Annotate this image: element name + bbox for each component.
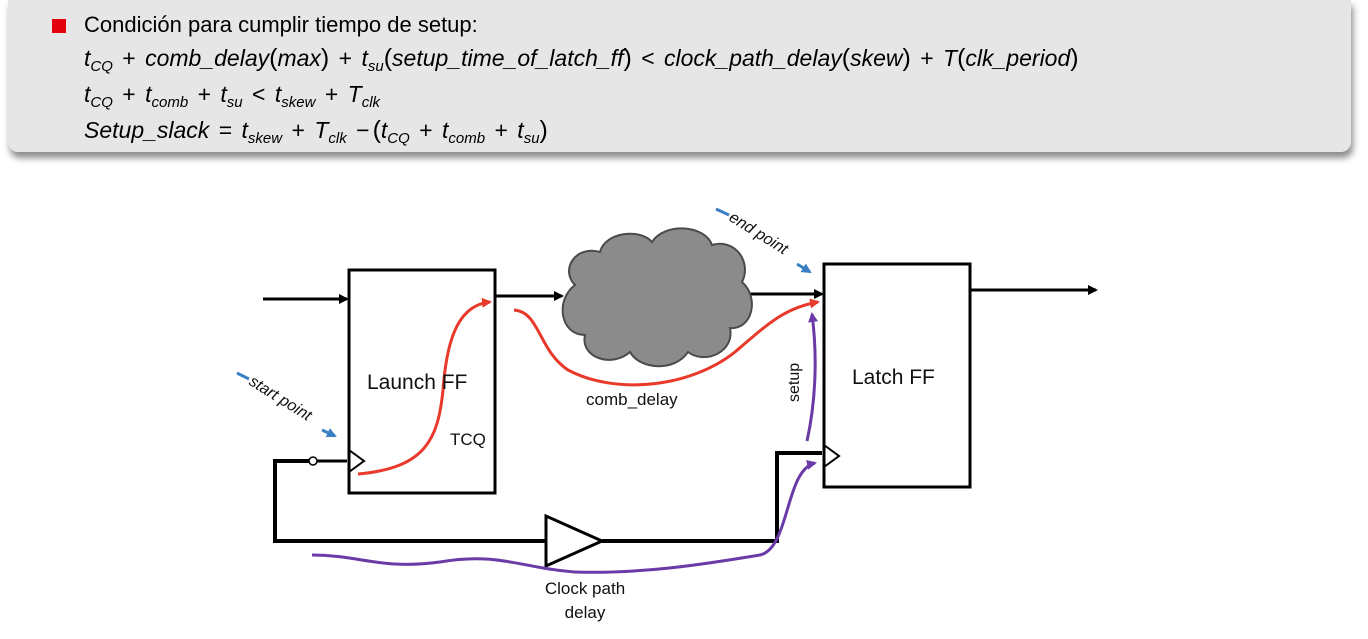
launch-ff-label: Launch FF xyxy=(367,371,467,394)
latch-ff-box xyxy=(822,262,972,489)
comb-delay-label: comb_delay xyxy=(586,390,678,409)
eq-op: + xyxy=(122,81,136,107)
eq-sub: skew xyxy=(281,94,316,111)
eq-var: setup_time_of_latch_ff xyxy=(392,45,624,71)
setup-label: setup xyxy=(786,363,803,402)
combinational-logic-cloud xyxy=(561,227,753,368)
latch-ff-label: Latch FF xyxy=(852,366,935,389)
start-point-label: start point xyxy=(246,373,315,425)
eq-sub: CQ xyxy=(387,130,410,147)
eq-sub: CQ xyxy=(90,94,113,111)
eq-op: + xyxy=(122,45,136,71)
eq-op: < xyxy=(641,45,655,71)
start-point-marker-tail xyxy=(236,371,250,381)
clock-buffer xyxy=(544,513,606,569)
equation-block xyxy=(8,0,1351,152)
eq-var: t xyxy=(274,81,282,107)
launch-ff-box xyxy=(347,268,497,495)
tcq-path xyxy=(357,297,492,476)
launch-ff-clock-pin xyxy=(348,449,366,473)
eq-op: − xyxy=(356,117,370,143)
clock-wire-left xyxy=(273,459,546,543)
eq-var: Setup_slack xyxy=(84,117,210,143)
eq-sub: su xyxy=(367,58,384,75)
eq-sub: clk xyxy=(361,94,381,111)
eq-sub: skew xyxy=(247,130,283,147)
eq-op: + xyxy=(494,117,508,143)
comb-delay-path xyxy=(513,298,820,387)
eq-var: clk_period xyxy=(965,45,1071,71)
eq-var: t xyxy=(442,117,449,143)
eq-sub: comb xyxy=(448,130,486,147)
eq-sub: su xyxy=(226,94,243,111)
eq-var: T xyxy=(314,117,329,143)
clock-path-delay-path xyxy=(311,459,817,574)
eq-op: + xyxy=(338,45,353,71)
eq-var: t xyxy=(84,81,91,107)
eq-var: T xyxy=(943,45,958,71)
eq-var: comb_delay xyxy=(145,45,270,71)
start-point-node xyxy=(308,456,318,466)
eq-var: skew xyxy=(850,45,903,71)
eq-op: + xyxy=(324,81,339,107)
equation-2: tCQ + tcomb + tsu < tskew + Tclk xyxy=(84,81,381,111)
latch-ff-clock-pin xyxy=(823,444,841,468)
eq-var: t xyxy=(380,117,388,143)
end-point-marker-arrow xyxy=(796,262,812,274)
equation-3: Setup_slack = tskew + Tclk −(tCQ + tcomb… xyxy=(84,116,548,147)
tcq-label: TCQ xyxy=(450,430,486,449)
bullet-text: Condición para cumplir tiempo de setup: xyxy=(84,12,478,37)
equation-1: tCQ + comb_delay(max) + tsu(setup_time_o… xyxy=(84,44,1079,75)
eq-op: = xyxy=(218,117,233,143)
eq-sub: clk xyxy=(328,130,347,147)
eq-var: clock_path_delay xyxy=(664,45,842,71)
eq-var: t xyxy=(145,81,152,107)
eq-op: + xyxy=(197,81,212,107)
eq-var: T xyxy=(347,81,362,107)
eq-sub: comb xyxy=(151,94,189,111)
eq-sub: su xyxy=(523,130,540,147)
eq-op: < xyxy=(252,81,266,107)
bullet-square-icon xyxy=(52,19,66,33)
clock-path-label-line2: delay xyxy=(565,603,606,622)
start-point-marker-arrow xyxy=(321,428,337,438)
clock-wire-right xyxy=(602,451,822,543)
eq-sub: CQ xyxy=(90,58,113,75)
eq-op: + xyxy=(419,117,433,143)
end-point-marker-tail xyxy=(715,207,730,217)
eq-var: t xyxy=(220,81,227,107)
clock-path-label-line1: Clock path xyxy=(545,579,625,598)
eq-op: + xyxy=(920,45,934,71)
eq-var: max xyxy=(277,45,321,71)
eq-op: + xyxy=(291,117,305,143)
eq-var: t xyxy=(84,45,91,71)
eq-var: t xyxy=(361,45,368,71)
eq-var: t xyxy=(517,117,524,143)
setup-path xyxy=(805,312,818,442)
eq-var: t xyxy=(241,117,248,143)
